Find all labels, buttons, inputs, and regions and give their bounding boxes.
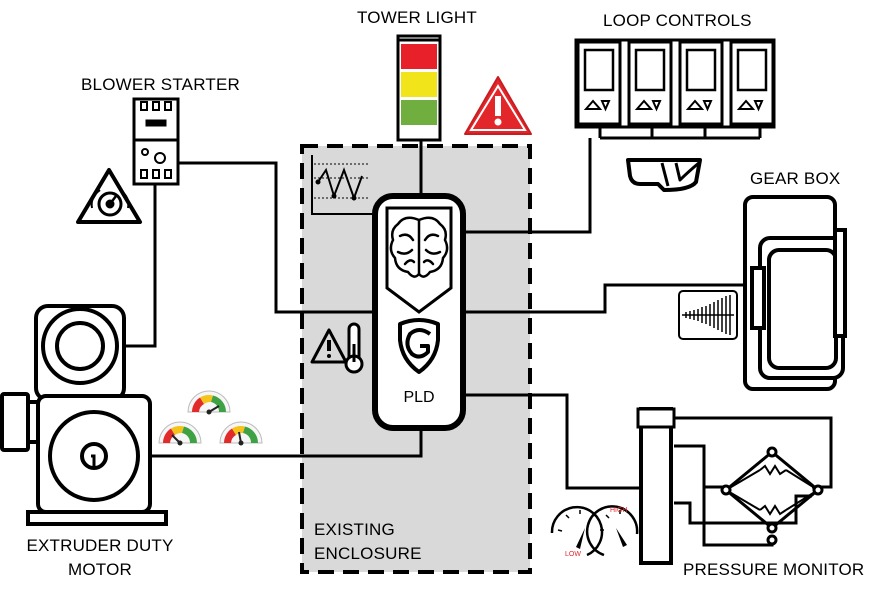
blower-starter [132,97,180,186]
pressure-monitor-label: PRESSURE MONITOR [683,560,865,579]
gear-box [743,195,847,391]
pressure-gauge-high: HIGH [585,505,639,557]
existing-enclosure-label-2: ENCLOSURE [314,544,422,563]
gauge-left [158,421,202,446]
loop-controls-label: LOOP CONTROLS [603,11,752,30]
pressure-gauge-low: LOW [550,505,604,558]
temperature-warning-icon [310,322,364,374]
gauge-high-label: HIGH [610,507,628,514]
loop-controller-2 [627,40,673,126]
extruder-motor [0,304,168,526]
heater-band-icon [626,158,702,192]
shield-g-icon [398,318,440,374]
loop-controls [574,38,776,129]
gauge-right [219,421,263,446]
vibration-warning-icon [76,168,142,224]
warning-triangle-icon [464,76,532,135]
gauge-low-label: LOW [565,551,581,558]
tower-light-label: TOWER LIGHT [357,8,477,27]
brain-icon [389,216,449,278]
extruder-motor-label-2: MOTOR [68,560,132,579]
extruder-motor-label-1: EXTRUDER DUTY [26,536,174,555]
loop-controller-1 [576,40,622,126]
gear-box-label: GEAR BOX [750,169,841,188]
blower-starter-label: BLOWER STARTER [81,75,240,94]
loop-controller-3 [678,40,724,126]
waveform-icon [678,290,738,340]
connection-wires [108,125,762,490]
existing-enclosure-label-1: EXISTING [314,520,395,539]
gauge-dashboard-icon [158,390,263,446]
tower-light [396,34,442,142]
trend-chart-icon [311,155,372,215]
pressure-monitor [636,407,833,565]
loop-controller-4 [729,40,775,126]
gauge-top [187,390,231,415]
pld-label: PLD [403,389,434,406]
